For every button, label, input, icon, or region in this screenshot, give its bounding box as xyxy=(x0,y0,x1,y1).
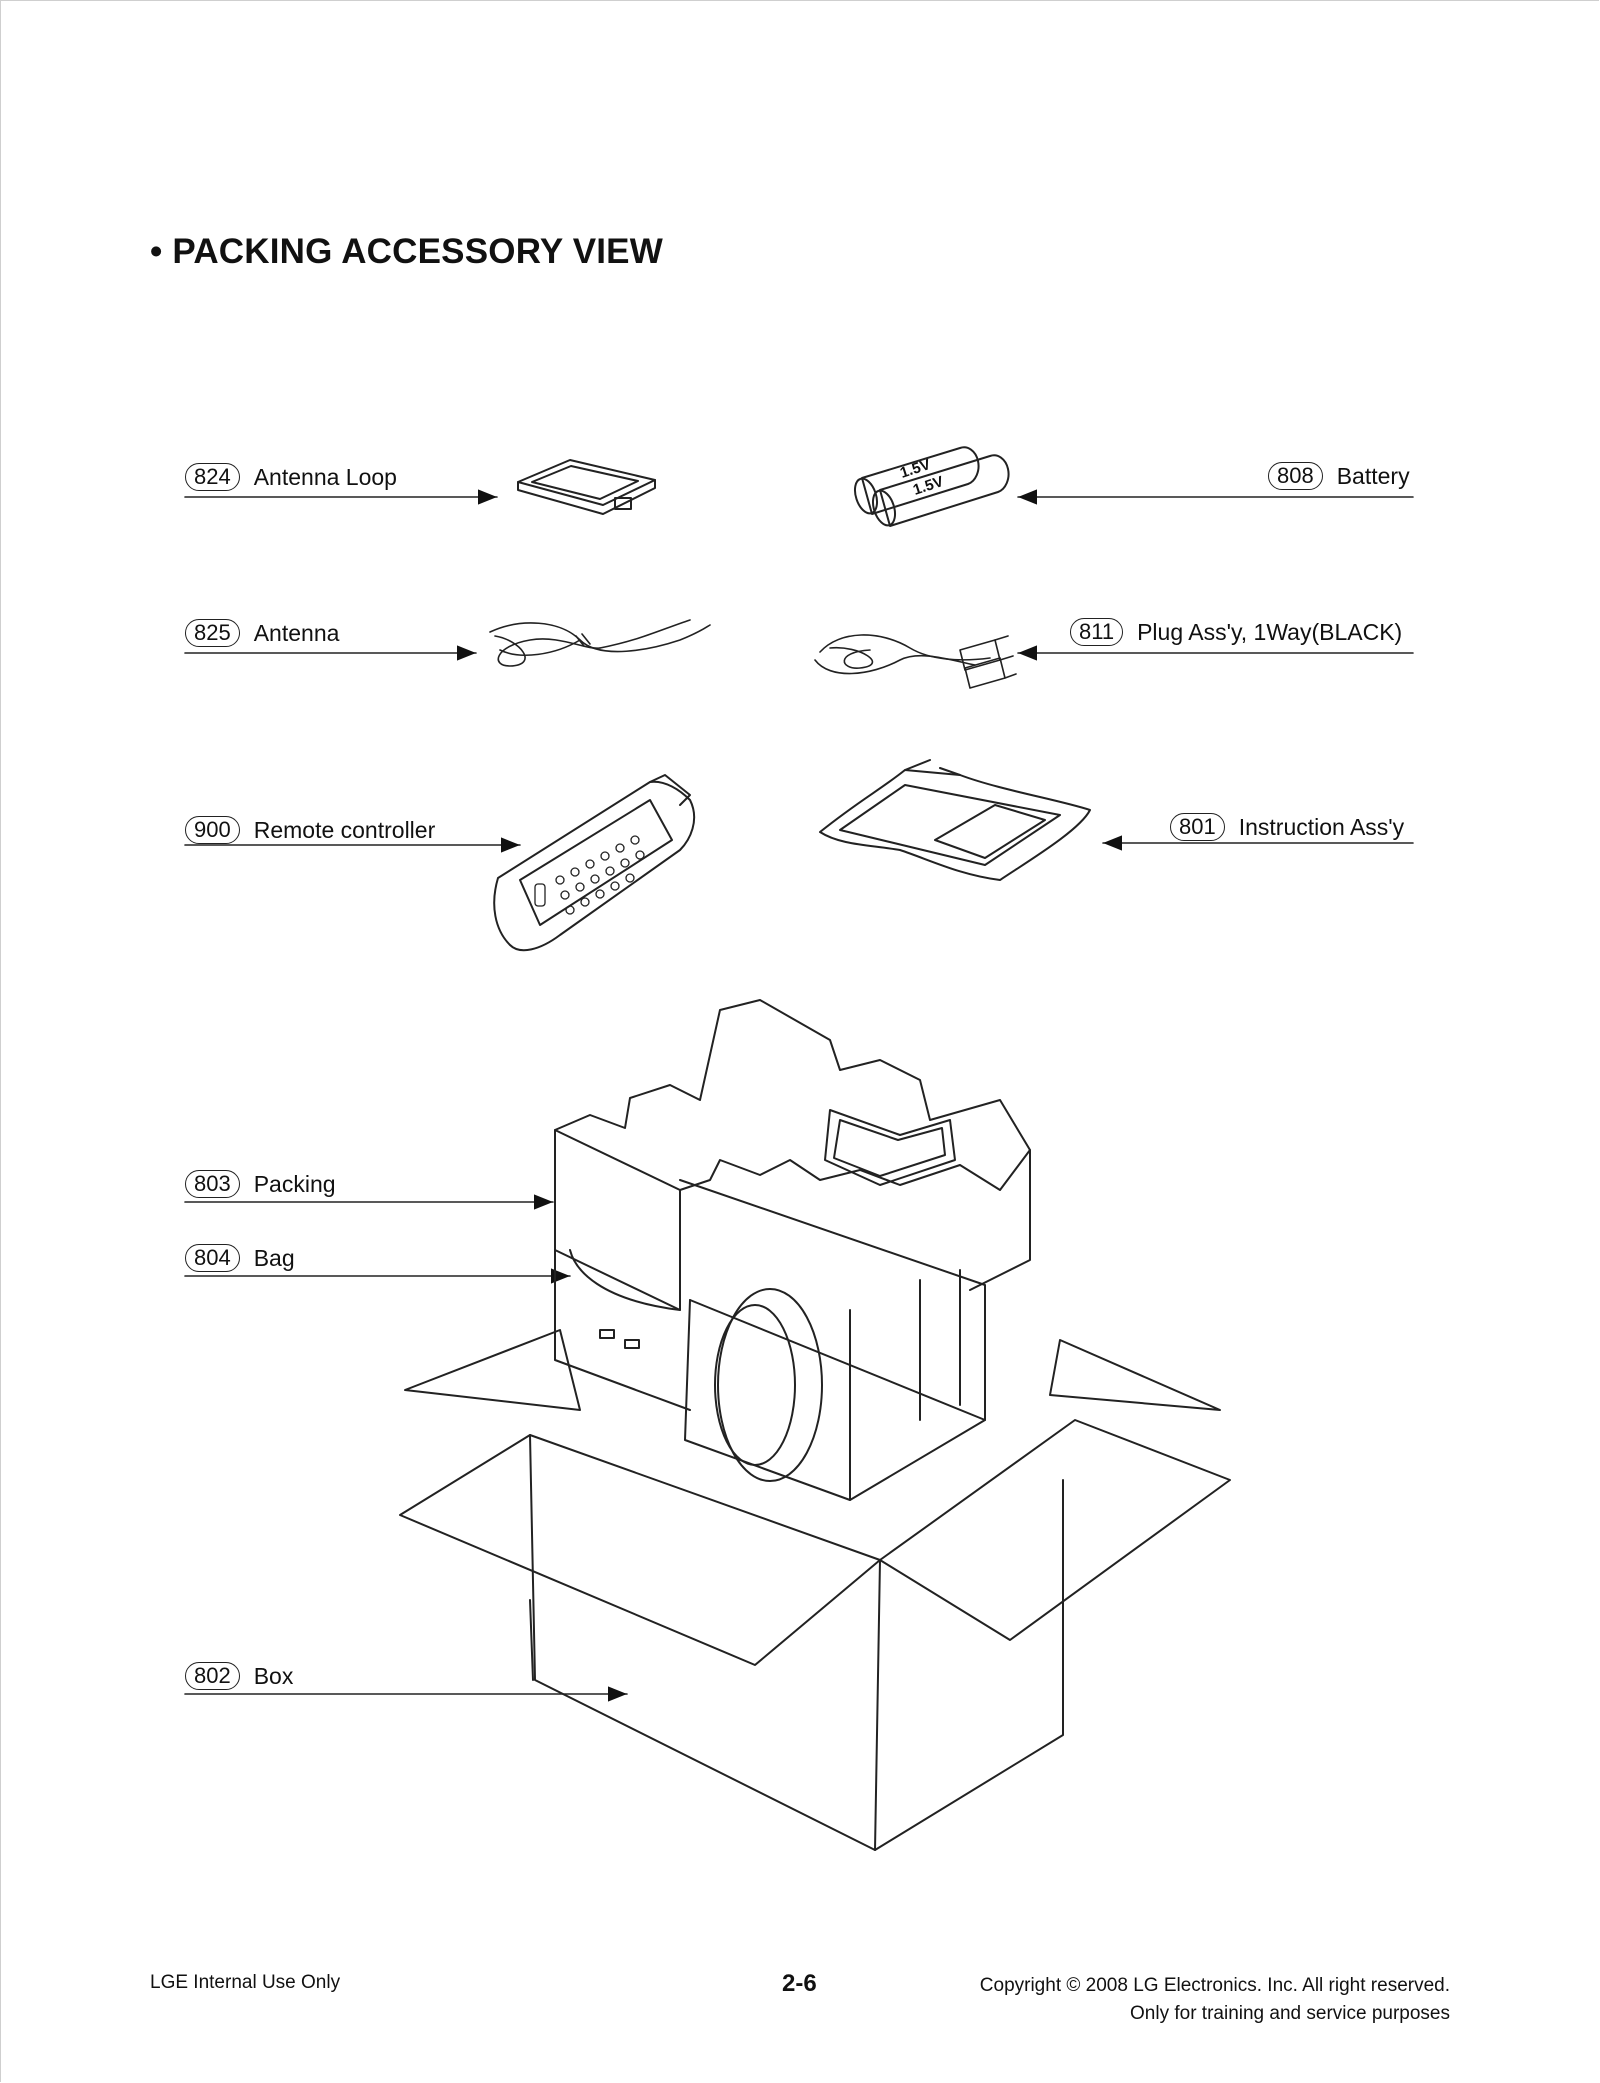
copyright-text: Copyright © 2008 LG Electronics. Inc. Al… xyxy=(979,1975,1450,1996)
callout-packing: 803 Packing xyxy=(185,1170,336,1198)
part-number: 801 xyxy=(1170,813,1225,841)
footer-internal-use: LGE Internal Use Only xyxy=(150,1972,341,1993)
usage-note: Only for training and service purposes xyxy=(1130,2003,1450,2024)
part-label: Box xyxy=(253,1662,294,1689)
part-number: 825 xyxy=(185,619,240,647)
page-title: • PACKING ACCESSORY VIEW xyxy=(150,232,663,271)
part-number: 803 xyxy=(185,1170,240,1198)
part-label: Battery xyxy=(1336,462,1410,489)
callout-plug-assy: 811 Plug Ass'y, 1Way(BLACK) xyxy=(1070,618,1402,646)
antenna-wire-icon xyxy=(489,619,711,667)
callout-battery: 808 Battery xyxy=(1268,462,1410,490)
callout-antenna-loop: 824 Antenna Loop xyxy=(185,463,397,491)
callout-bag: 804 Bag xyxy=(185,1244,295,1272)
plug-cable-icon xyxy=(814,634,1017,689)
part-number: 804 xyxy=(185,1244,240,1272)
part-number: 900 xyxy=(185,816,240,844)
callout-antenna: 825 Antenna xyxy=(185,619,339,647)
antenna-loop-icon xyxy=(517,459,656,515)
callout-instruction-assy: 801 Instruction Ass'y xyxy=(1170,813,1404,841)
part-label: Plug Ass'y, 1Way(BLACK) xyxy=(1137,618,1403,645)
remote-controller-icon xyxy=(493,774,696,952)
callout-remote-controller: 900 Remote controller xyxy=(185,816,435,844)
part-number: 808 xyxy=(1268,462,1323,490)
page-number: 2-6 xyxy=(782,1970,817,1997)
part-number: 802 xyxy=(185,1662,240,1690)
part-label: Bag xyxy=(253,1244,295,1271)
callout-box: 802 Box xyxy=(185,1662,293,1690)
box-icon xyxy=(399,1329,1231,1851)
foam-packing-icon xyxy=(554,999,1031,1501)
part-label: Instruction Ass'y xyxy=(1238,813,1405,840)
part-label: Antenna xyxy=(253,619,340,646)
leader-lines xyxy=(184,489,1414,1702)
part-number: 811 xyxy=(1070,618,1124,646)
part-label: Packing xyxy=(253,1170,336,1197)
part-number: 824 xyxy=(185,463,240,491)
part-label: Antenna Loop xyxy=(253,463,397,490)
battery-icon xyxy=(853,446,1010,527)
footer-copyright-block: Copyright © 2008 LG Electronics. Inc. Al… xyxy=(980,1972,1450,2028)
part-label: Remote controller xyxy=(253,816,436,843)
instruction-bag-icon xyxy=(819,759,1091,881)
